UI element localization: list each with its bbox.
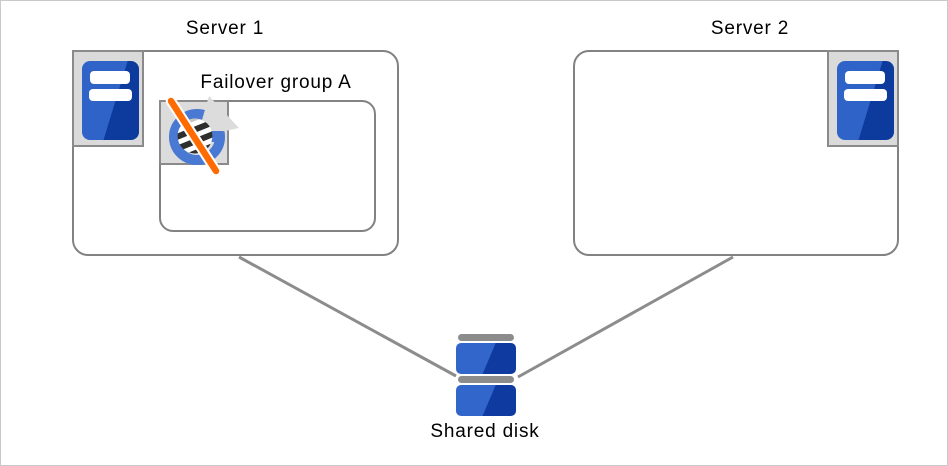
disk-platter-2 xyxy=(456,385,516,416)
connector-server1-disk xyxy=(238,255,457,378)
server2-icon-slot2 xyxy=(844,89,887,101)
server2-label: Server 2 xyxy=(710,18,790,39)
server1-icon-body xyxy=(82,61,139,140)
server2-icon xyxy=(827,50,899,147)
disk-mid-bar xyxy=(458,376,514,383)
disk-top-bar xyxy=(458,334,514,341)
failover-group-label: Failover group A xyxy=(200,72,352,93)
server1-icon-slot2 xyxy=(89,89,132,101)
application-stopped-icon-graphic xyxy=(165,95,239,176)
server2-icon-slot1 xyxy=(845,71,885,84)
slash-icon xyxy=(167,97,219,174)
server1-label: Server 1 xyxy=(185,18,265,39)
application-stopped-icon xyxy=(159,95,239,176)
disk-platter-1 xyxy=(456,343,516,374)
server2-icon-body xyxy=(837,61,894,140)
server1-icon-slot1 xyxy=(90,71,130,84)
connector-server2-disk xyxy=(517,255,734,379)
server1-icon xyxy=(72,50,144,147)
shared-disk-label: Shared disk xyxy=(430,421,540,442)
